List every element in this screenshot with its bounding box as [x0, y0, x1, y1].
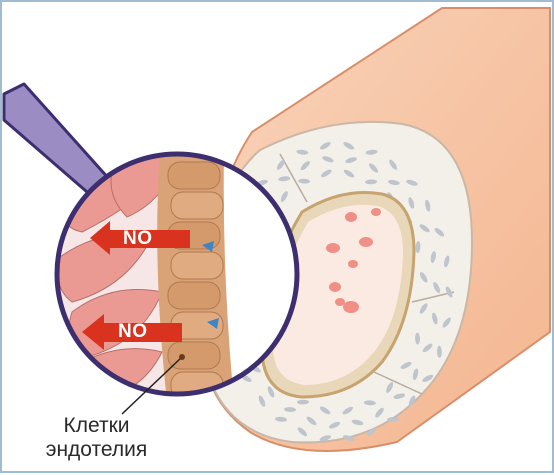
endothelial-cell — [171, 252, 223, 279]
blood-cell — [329, 282, 341, 292]
endothelial-cell — [168, 342, 220, 369]
blood-cell — [348, 260, 358, 268]
endothelial-cell — [168, 162, 220, 189]
endothelium-caption: Клетки эндотелия — [14, 414, 179, 462]
endothelium-layer — [157, 152, 234, 402]
endothelial-cell — [171, 192, 223, 219]
no-label-bottom: NO — [118, 321, 148, 343]
blood-cell — [326, 243, 340, 253]
magnifier-handle — [4, 84, 110, 198]
blood-cell — [335, 298, 345, 306]
caption-pointer-dot — [179, 354, 185, 360]
blood-cell — [359, 237, 373, 247]
blood-cell — [371, 208, 381, 216]
blood-cell — [343, 301, 359, 313]
caption-line1: Клетки — [14, 414, 179, 438]
caption-line2: эндотелия — [14, 438, 179, 462]
blood-cell — [345, 212, 357, 222]
endothelial-cell — [168, 282, 220, 309]
no-label-top: NO — [123, 228, 153, 250]
